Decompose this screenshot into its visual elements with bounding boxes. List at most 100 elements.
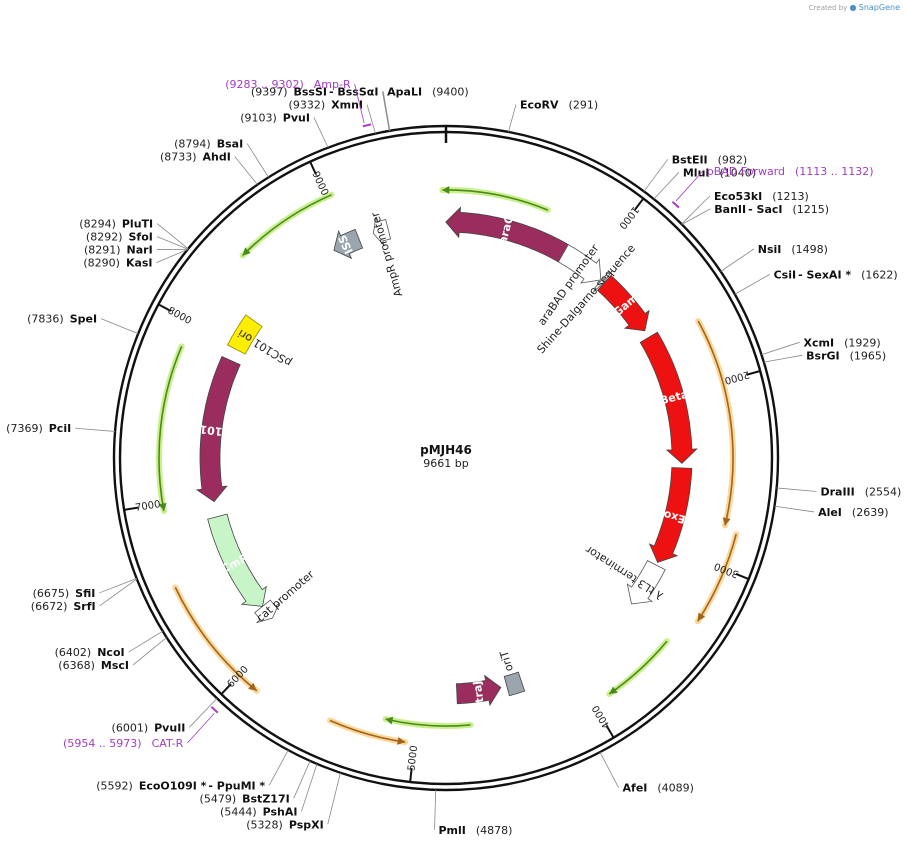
site-position: (5592) xyxy=(96,779,133,792)
site-bsrgi[interactable]: BsrGI(1965) xyxy=(763,349,886,363)
site-name: ApaLI xyxy=(387,85,422,98)
site-sfoi[interactable]: SfoI (8292) xyxy=(86,231,189,250)
primer-amp-r[interactable]: Amp-R(9283 .. 9302) xyxy=(225,78,372,128)
site-afei[interactable]: AfeI(4089) xyxy=(599,751,694,795)
site-position: (9397) xyxy=(251,85,288,98)
site-name: Eco53kI xyxy=(714,190,762,203)
site-alei[interactable]: AleI(2639) xyxy=(774,505,889,519)
site-pmli[interactable]: PmlI(4878) xyxy=(434,789,513,837)
site-csii[interactable]: CsiI - SexAI *(1622) xyxy=(734,268,898,295)
snapgene-watermark: Created by ● SnapGene xyxy=(809,3,900,12)
site-position: (2554) xyxy=(865,486,902,499)
site-srfi[interactable]: SrfI(6672) xyxy=(31,578,138,613)
site-xmni[interactable]: XmnI(9332) xyxy=(289,98,376,134)
orf-arrowhead xyxy=(242,247,251,256)
site-leader-line xyxy=(293,760,311,799)
site-pspxi[interactable]: PspXI(5328) xyxy=(246,772,341,832)
site-apali[interactable]: ApaLI (9400) xyxy=(382,85,469,131)
feature-ampr-promoter[interactable]: AmpR promoter xyxy=(368,210,405,298)
site-banii[interactable]: BanII - SacI(1215) xyxy=(681,203,829,225)
feature-iss[interactable]: ISS xyxy=(333,228,364,260)
site-pcii[interactable]: PciI(7369) xyxy=(6,422,116,435)
site-ncoi[interactable]: NcoI(6402) xyxy=(55,630,163,659)
feature-exo[interactable]: Exo xyxy=(648,467,693,563)
site-spei[interactable]: SpeI(7836) xyxy=(27,313,139,335)
feature-shape xyxy=(503,671,526,697)
site-position: (2639) xyxy=(852,506,889,519)
orf-glow xyxy=(606,638,670,697)
feature-orit[interactable]: oriT xyxy=(497,649,526,697)
site-leader-line xyxy=(246,143,269,178)
tick-label: 1000 xyxy=(616,204,640,231)
site-position: (8290) xyxy=(83,257,120,270)
site-leader-line xyxy=(382,91,390,131)
site-name: PluTI xyxy=(122,218,153,231)
site-pluti[interactable]: PluTI(8294) xyxy=(79,218,189,250)
site-leader-line xyxy=(720,248,754,272)
site-nsii[interactable]: NsiI(1498) xyxy=(720,243,828,272)
site-leader-line xyxy=(599,751,619,788)
feature-shape xyxy=(592,270,613,293)
site-name: EcoO109I * xyxy=(139,779,207,792)
site-mlui[interactable]: MluI(1040) xyxy=(653,166,756,200)
site-position: (8292) xyxy=(86,231,123,244)
site-bsai[interactable]: BsaI(8794) xyxy=(174,138,269,178)
tick-mark xyxy=(735,572,750,580)
site-leader-line xyxy=(132,637,167,666)
feature-label: traJ xyxy=(470,680,486,704)
primer-cat-r[interactable]: CAT-R(5954 .. 5973) xyxy=(63,706,219,750)
feature-cmr[interactable]: CmR xyxy=(207,513,267,607)
orf-glow xyxy=(695,318,737,529)
site-sfii[interactable]: SfiI(6675) xyxy=(33,578,137,600)
site-ecorv[interactable]: EcoRV(291) xyxy=(508,98,598,133)
feature-arac[interactable]: araC xyxy=(445,206,569,263)
site-pvui[interactable]: PvuI(9103) xyxy=(240,111,329,148)
primer-range: (9283 .. 9302) xyxy=(225,78,304,91)
site-nari[interactable]: NarI(8291) xyxy=(84,244,188,257)
site-leader-line xyxy=(508,104,517,133)
tick-label: 2000 xyxy=(723,368,750,385)
feature-shape xyxy=(226,314,263,355)
site-name: NarI xyxy=(127,244,153,257)
site-name: BsrGI xyxy=(806,349,839,362)
orf-line xyxy=(174,587,258,692)
site-position: (7369) xyxy=(6,422,43,435)
site-ecoo109i[interactable]: - PpuMI *EcoO109I *(5592) xyxy=(96,749,289,792)
site-msci[interactable]: MscI(6368) xyxy=(58,637,167,672)
primer-name: pBAD Forward xyxy=(707,165,785,178)
feature-beta[interactable]: Beta xyxy=(639,331,698,464)
feature-traj[interactable]: traJ xyxy=(455,674,502,707)
site-bsteii[interactable]: BstEII(982) xyxy=(643,153,747,192)
site-name: BanII xyxy=(714,203,746,216)
tick-mark xyxy=(309,161,317,175)
feature-rep101-ts[interactable]: Rep101(Ts) xyxy=(176,355,247,503)
site-eco53ki[interactable]: Eco53kI(1213) xyxy=(681,190,809,225)
site-leader-line xyxy=(366,104,376,134)
site-bstz17i[interactable]: BstZ17I(5479) xyxy=(200,760,311,805)
site-position: (9400) xyxy=(432,85,469,98)
plasmid-name: pMJH46 xyxy=(420,443,472,457)
site-leader-line xyxy=(75,427,116,432)
site-draiii[interactable]: DraIII(2554) xyxy=(776,486,902,499)
site-position: (4089) xyxy=(657,782,694,795)
feature-psc101-ori[interactable]: pSC101 ori xyxy=(226,314,295,369)
site-leader-line xyxy=(189,698,218,728)
site-name: SrfI xyxy=(73,600,95,613)
feature-shape xyxy=(596,274,650,332)
feature-gam[interactable]: Gam xyxy=(596,274,650,332)
site-pvuii[interactable]: PvuII(6001) xyxy=(112,698,218,734)
feature-shape xyxy=(557,244,602,284)
site-ahdi[interactable]: AhdI(8733) xyxy=(160,151,258,185)
site-name-tail: - SexAI * xyxy=(798,268,851,281)
orf-line xyxy=(697,320,734,526)
primer-pbad-forward[interactable]: pBAD Forward(1113 .. 1132) xyxy=(671,165,874,209)
site-name: AhdI xyxy=(203,151,231,164)
site-kasi[interactable]: KasI(8290) xyxy=(83,249,188,270)
site-name: SfiI xyxy=(75,587,95,600)
site-xcmi[interactable]: XcmI(1929) xyxy=(761,336,881,356)
site-pshai[interactable]: PshAI(5444) xyxy=(220,763,318,818)
site-name: SfoI xyxy=(128,231,152,244)
feature-shape xyxy=(207,513,267,607)
